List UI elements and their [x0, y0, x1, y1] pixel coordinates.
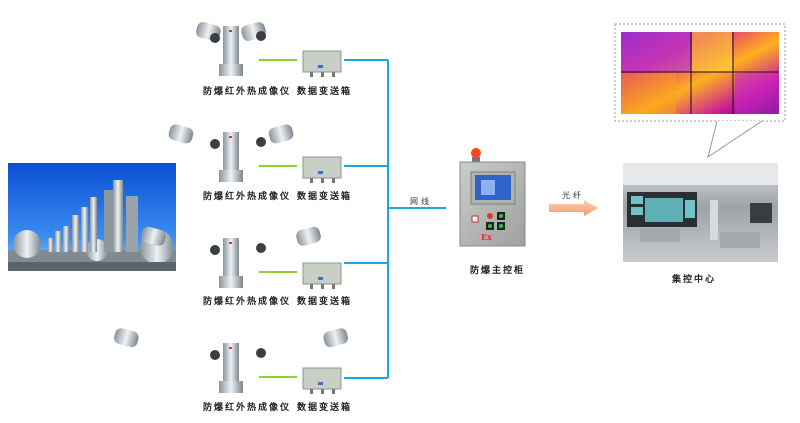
- thermal-camera-2: [168, 124, 294, 182]
- camera-label-3: 防爆红外热成像仪: [203, 297, 292, 307]
- data-transmitter-box-1: [302, 50, 342, 77]
- transmitter-label-3: 数据变送箱: [297, 297, 353, 307]
- camera-links: [259, 59, 297, 378]
- transmitter-label-2: 数据变送箱: [297, 192, 353, 202]
- data-transmitter-box-3: [302, 262, 342, 289]
- fiber-arrow: [549, 200, 598, 216]
- plant-photo: [8, 163, 176, 271]
- transmitter-label-4: 数据变送箱: [297, 403, 353, 413]
- thermal-callout: [614, 23, 786, 159]
- camera-label-4: 防爆红外热成像仪: [203, 403, 292, 413]
- ex-marking: Ex: [481, 232, 492, 242]
- camera-label-1: 防爆红外热成像仪: [203, 87, 292, 97]
- main-control-cabinet: [459, 148, 526, 247]
- thermal-camera-4: [114, 328, 348, 393]
- data-transmitter-box-2: [302, 156, 342, 183]
- main-control-cabinet-label: 防爆主控柜: [470, 266, 526, 276]
- transmitter-label-1: 数据变送箱: [297, 87, 353, 97]
- network-bus: [344, 59, 446, 379]
- control-center-photo: [623, 163, 778, 262]
- network-cable-label: 网线: [410, 197, 432, 206]
- thermal-camera-3: [141, 226, 321, 288]
- control-center-label: 集控中心: [672, 275, 717, 285]
- thermal-camera-1: [196, 22, 266, 76]
- data-transmitter-box-4: [302, 367, 342, 394]
- fiber-label: 光纤: [562, 191, 584, 200]
- camera-label-2: 防爆红外热成像仪: [203, 192, 292, 202]
